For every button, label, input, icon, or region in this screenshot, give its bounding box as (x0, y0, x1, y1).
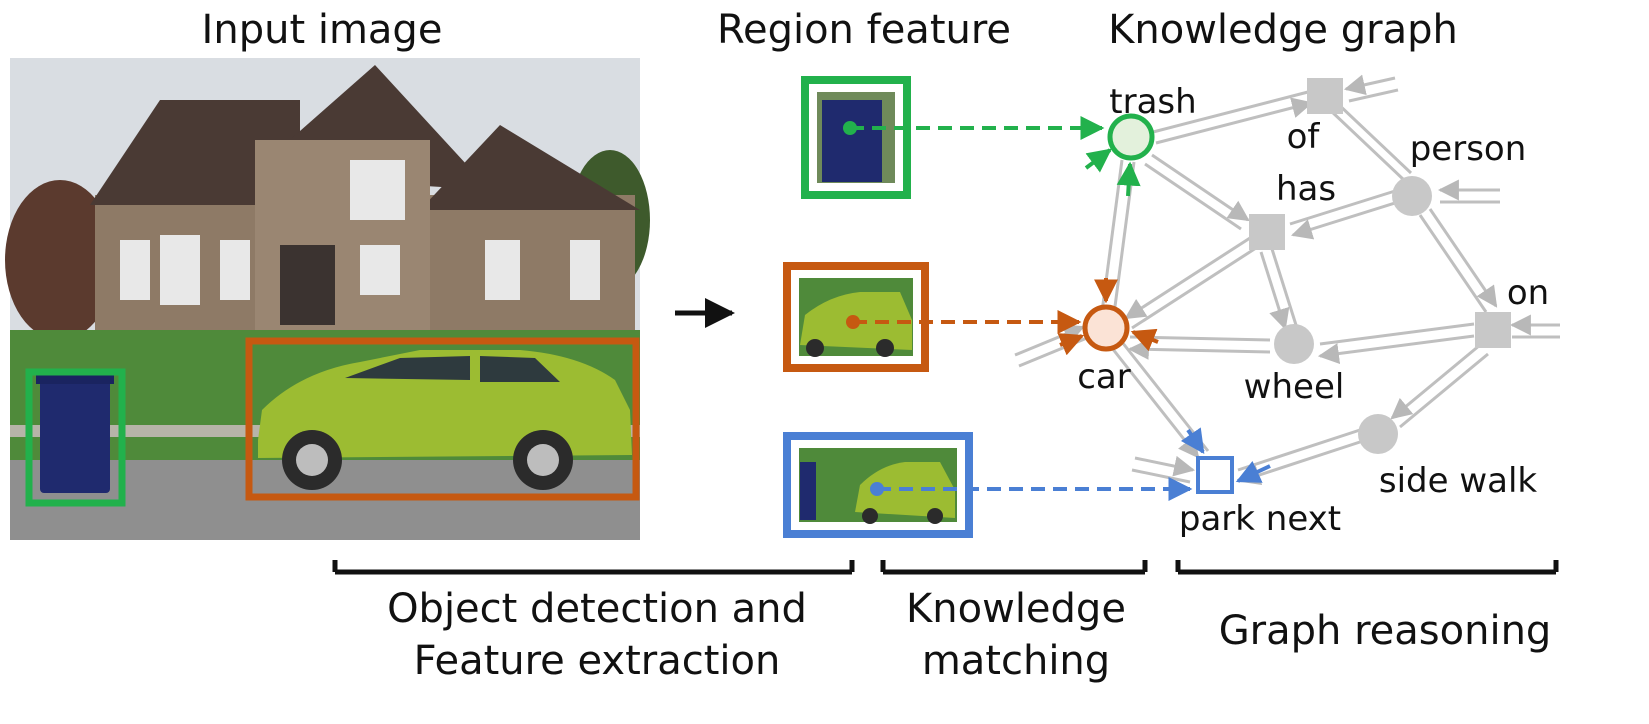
trash-detection-box (25, 368, 126, 507)
node-park-next (1196, 456, 1234, 494)
node-label-wheel: wheel (1244, 367, 1345, 407)
knowledge-graph-header: Knowledge graph (1108, 7, 1458, 53)
caption-detection-line2: Feature extraction (414, 638, 781, 684)
matching-bracket (880, 560, 1148, 575)
node-on (1475, 312, 1511, 348)
node-car (1082, 304, 1130, 352)
node-label-park-next: park next (1179, 499, 1341, 539)
node-label-of: of (1287, 117, 1321, 157)
caption-detection-line1: Object detection and (387, 586, 807, 632)
node-has (1249, 214, 1285, 250)
detection-bracket (332, 560, 855, 575)
car-detection-box (245, 337, 640, 501)
node-of (1307, 78, 1343, 114)
region-feature-trash (801, 76, 911, 199)
caption-matching-line2: matching (922, 638, 1110, 684)
trash-incoming-arrow (1084, 148, 1112, 173)
node-side-walk (1358, 414, 1398, 454)
trash-incoming-arrow (1116, 161, 1141, 197)
node-trash (1107, 113, 1155, 161)
park-next-incoming-arrow (1235, 460, 1271, 483)
input-image-header: Input image (202, 7, 443, 53)
car-incoming-arrow (1130, 328, 1159, 352)
region-feature-header: Region feature (717, 7, 1011, 53)
node-wheel (1274, 324, 1314, 364)
park-next-incoming-arrow (1180, 427, 1205, 454)
caption-matching-line1: Knowledge (906, 586, 1126, 632)
caption-reasoning: Graph reasoning (1219, 608, 1552, 654)
node-label-has: has (1276, 169, 1336, 209)
node-label-car: car (1077, 357, 1131, 397)
node-label-trash: trash (1109, 82, 1196, 122)
car-incoming-arrow (1057, 333, 1085, 356)
reasoning-bracket (1175, 560, 1559, 575)
node-label-person: person (1410, 129, 1527, 169)
node-person (1392, 176, 1432, 216)
node-label-side-walk: side walk (1379, 461, 1538, 501)
node-label-on: on (1507, 273, 1549, 313)
input-image (5, 58, 650, 540)
